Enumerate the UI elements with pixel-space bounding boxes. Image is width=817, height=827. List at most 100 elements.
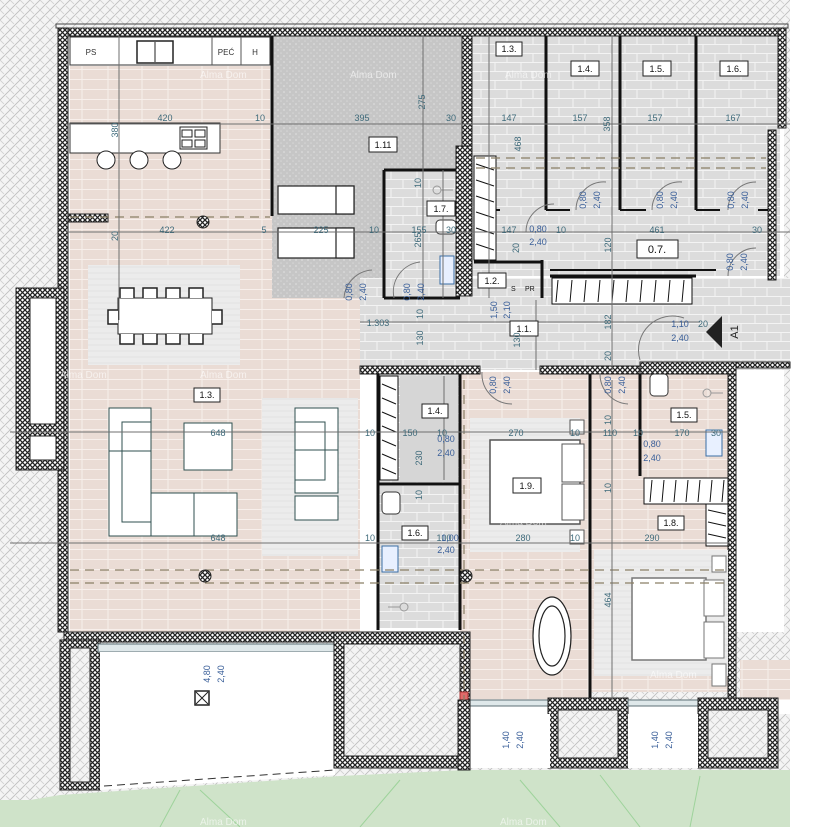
shower-icon	[388, 185, 723, 612]
dim-30: 30	[711, 428, 721, 438]
dim-157: 157	[647, 113, 662, 123]
dim-290: 290	[644, 533, 659, 543]
door-width: 1,50	[489, 301, 499, 319]
dim-120: 120	[603, 237, 613, 252]
door-width: 0,80	[488, 376, 498, 394]
dim-30: 30	[446, 225, 456, 235]
dim-265: 265	[413, 232, 423, 247]
dim-10: 10	[570, 533, 580, 543]
door-height: 2,40	[671, 333, 689, 343]
dim-30: 30	[752, 225, 762, 235]
dim-130: 130	[512, 332, 522, 347]
walk-in-floor	[400, 376, 458, 482]
vertical-dimension-texts: 380 275 468 358 20 10 265 20 120 10 130 …	[110, 94, 613, 607]
room-label-storage-a: 1.3.	[501, 44, 516, 54]
dim-280: 280	[515, 533, 530, 543]
dim-10: 10	[633, 428, 643, 438]
room-label-storage-c: 1.5.	[649, 64, 664, 74]
dim-100: 100	[436, 533, 451, 543]
room-label-walk-in: 1.4.	[427, 406, 442, 416]
dim-167: 167	[725, 113, 740, 123]
dim-110: 110	[603, 428, 617, 438]
watermark: Alma Dom	[500, 517, 547, 528]
door-width: 0,80	[726, 191, 736, 209]
dining-set	[88, 265, 240, 365]
dim-422: 422	[159, 225, 174, 235]
dim-230: 230	[414, 450, 424, 465]
watermark: Alma Dom	[505, 70, 552, 81]
wardrobes	[379, 155, 729, 547]
room-label-bath-left: 1.6.	[407, 528, 422, 538]
dim-1303: 1.303	[367, 318, 390, 328]
dim-10: 10	[556, 225, 566, 235]
laundry-tag-s: S	[511, 286, 516, 293]
dim-468: 468	[513, 136, 523, 151]
room-label-terrace: 1.11	[375, 140, 392, 150]
door-height: 2,40	[643, 453, 661, 463]
watermark: Alma Dom	[500, 817, 547, 827]
watermark: Alma Dom	[350, 70, 397, 81]
cooktop-icon	[179, 126, 208, 150]
column-icon	[459, 569, 473, 583]
dim-395: 395	[354, 113, 369, 123]
dim-275: 275	[417, 94, 427, 109]
door-swings	[343, 181, 757, 405]
dim-182: 182	[603, 314, 613, 329]
watermarks: Alma Dom Alma Dom Alma Dom Alma Dom Alma…	[60, 70, 697, 827]
room-label-corridor: 0.7.	[648, 244, 666, 256]
washbasin-icon	[439, 255, 455, 285]
door-height: 2,40	[416, 283, 426, 301]
dim-420: 420	[157, 113, 172, 123]
dim-358: 358	[602, 116, 612, 131]
door-width: 0,80	[725, 253, 735, 271]
dim-648: 648	[210, 428, 225, 438]
room-label-bath-right: 1.5.	[676, 410, 691, 420]
dim-270: 270	[508, 428, 523, 438]
door-height: 2,40	[529, 237, 547, 247]
door-height: 2,40	[592, 191, 602, 209]
section-marker: A1	[706, 316, 741, 348]
dim-20: 20	[511, 243, 521, 253]
dim-10: 10	[414, 490, 424, 500]
door-height: 2,40	[358, 283, 368, 301]
oven-label: PEĆ	[218, 48, 235, 57]
room-label-storage-b: 1.4.	[577, 64, 592, 74]
door-width: 1,00	[441, 533, 459, 543]
room-label-living: 1.3.	[199, 390, 214, 400]
door-height: 2,40	[437, 545, 455, 555]
dim-464: 464	[603, 592, 613, 607]
window-height: 2,40	[664, 731, 674, 749]
dim-380: 380	[110, 122, 120, 137]
bed-main	[470, 418, 585, 552]
dim-170: 170	[674, 428, 689, 438]
dim-10: 10	[365, 428, 375, 438]
room-label-storage-d: 1.6.	[726, 64, 741, 74]
lower-terrace	[59, 631, 790, 791]
dim-20: 20	[698, 319, 708, 329]
window-width: 1,40	[501, 731, 511, 749]
bathtub-icon	[532, 596, 572, 676]
dim-20: 20	[603, 351, 613, 361]
washbasin-icon	[381, 545, 399, 573]
dim-147: 147	[501, 113, 516, 123]
dim-10: 10	[437, 428, 447, 438]
dim-10: 10	[365, 533, 375, 543]
dim-10: 10	[413, 178, 423, 188]
watermark: Alma Dom	[60, 370, 107, 381]
door-width: 0,80	[578, 191, 588, 209]
door-height: 2,10	[502, 301, 512, 319]
door-height: 2,40	[502, 376, 512, 394]
dim-155: 155	[411, 225, 426, 235]
dim-150: 150	[402, 428, 417, 438]
dim-130: 130	[415, 330, 425, 345]
door-height: 2,40	[216, 665, 226, 683]
window-height: 2,40	[515, 731, 525, 749]
door-width: 0,80	[437, 434, 455, 444]
door-size-texts: 0,80 2,40 0,80 2,40 0,80 2,40 0,80 2,40 …	[202, 191, 750, 749]
door-width: 0,80	[344, 283, 354, 301]
drain-icon	[194, 690, 210, 706]
door-width: 0,80	[655, 191, 665, 209]
dim-20: 20	[110, 231, 120, 241]
door-height: 2,40	[739, 253, 749, 271]
door-height: 2,40	[437, 448, 455, 458]
